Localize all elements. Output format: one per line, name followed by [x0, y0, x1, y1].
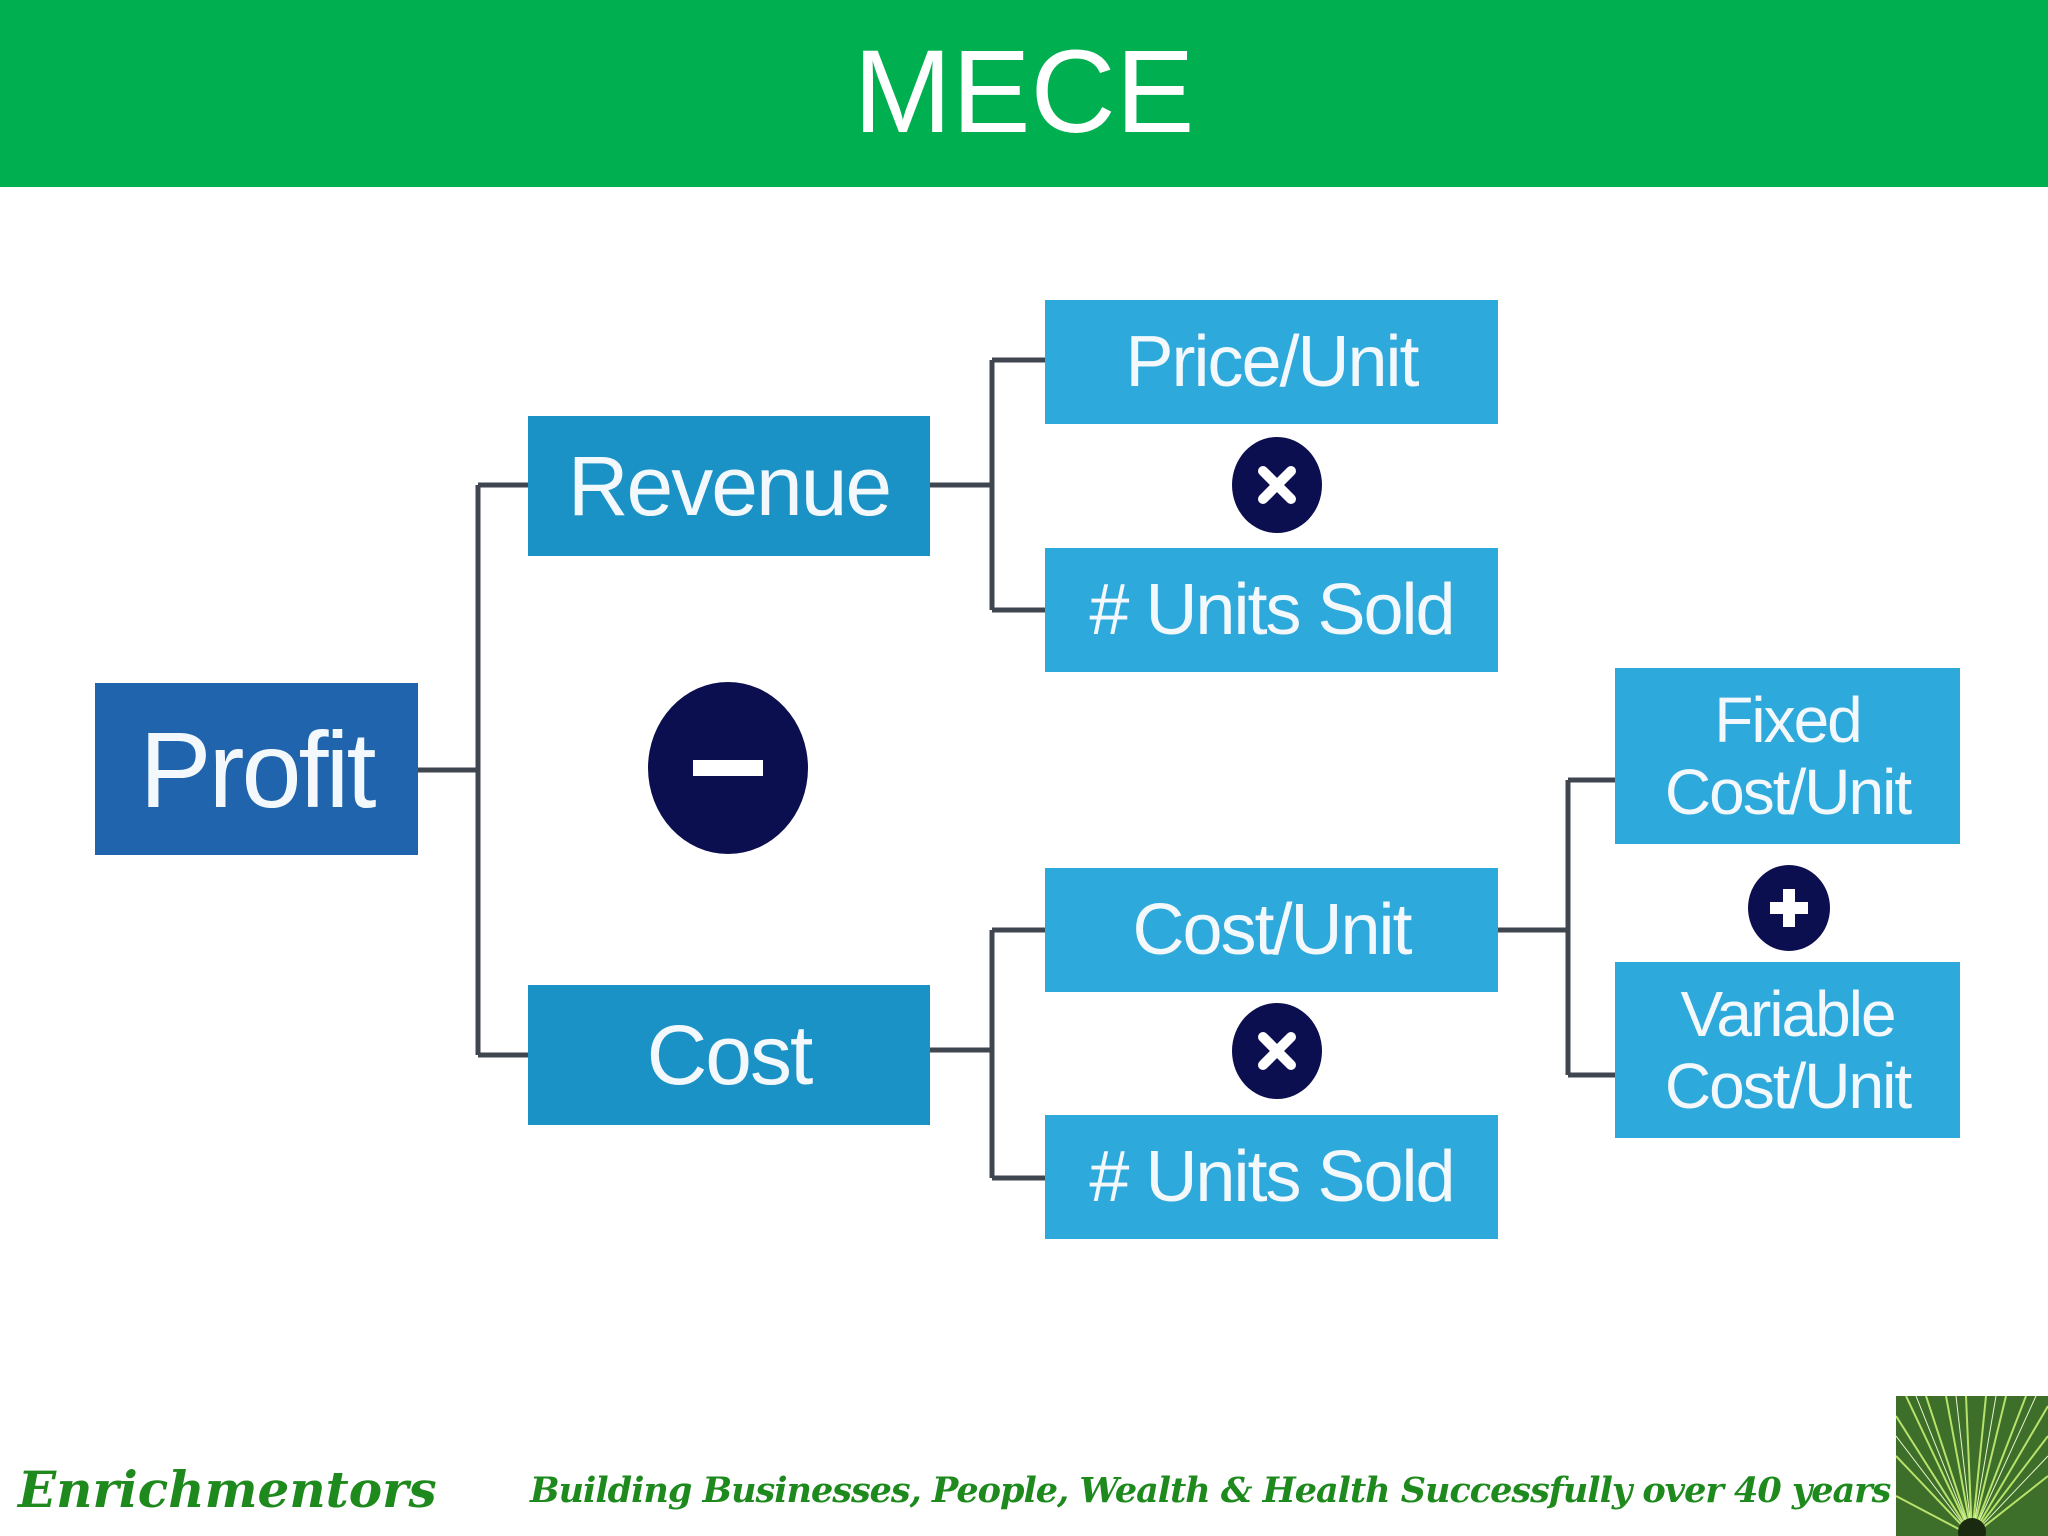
units-sold-revenue-box: # Units Sold	[1045, 548, 1498, 672]
price-per-unit-box: Price/Unit	[1045, 300, 1498, 424]
header-bar	[0, 0, 2048, 187]
fixed-cost-per-unit-box: Fixed Cost/Unit	[1615, 668, 1960, 844]
plus-icon	[1748, 865, 1830, 951]
multiply-icon	[1232, 437, 1322, 533]
footer-brand: Enrichmentors	[18, 1460, 437, 1519]
footer-tagline: Building Businesses, People, Wealth & He…	[530, 1470, 1891, 1511]
plus-icon-glyph	[1770, 889, 1808, 927]
pine-needles-graphic	[1896, 1396, 2048, 1536]
minus-icon-glyph	[693, 760, 763, 776]
units-sold-cost-box: # Units Sold	[1045, 1115, 1498, 1239]
multiply-icon-glyph	[1258, 1032, 1296, 1070]
minus-icon	[648, 682, 808, 854]
slide-title: MECE	[853, 26, 1195, 158]
profit-box: Profit	[95, 683, 418, 855]
cost-per-unit-box: Cost/Unit	[1045, 868, 1498, 992]
pine-needles-image	[1896, 1396, 2048, 1536]
cost-box: Cost	[528, 985, 930, 1125]
revenue-box: Revenue	[528, 416, 930, 556]
multiply-icon	[1232, 1003, 1322, 1099]
multiply-icon-glyph	[1258, 466, 1296, 504]
variable-cost-per-unit-box: Variable Cost/Unit	[1615, 962, 1960, 1138]
